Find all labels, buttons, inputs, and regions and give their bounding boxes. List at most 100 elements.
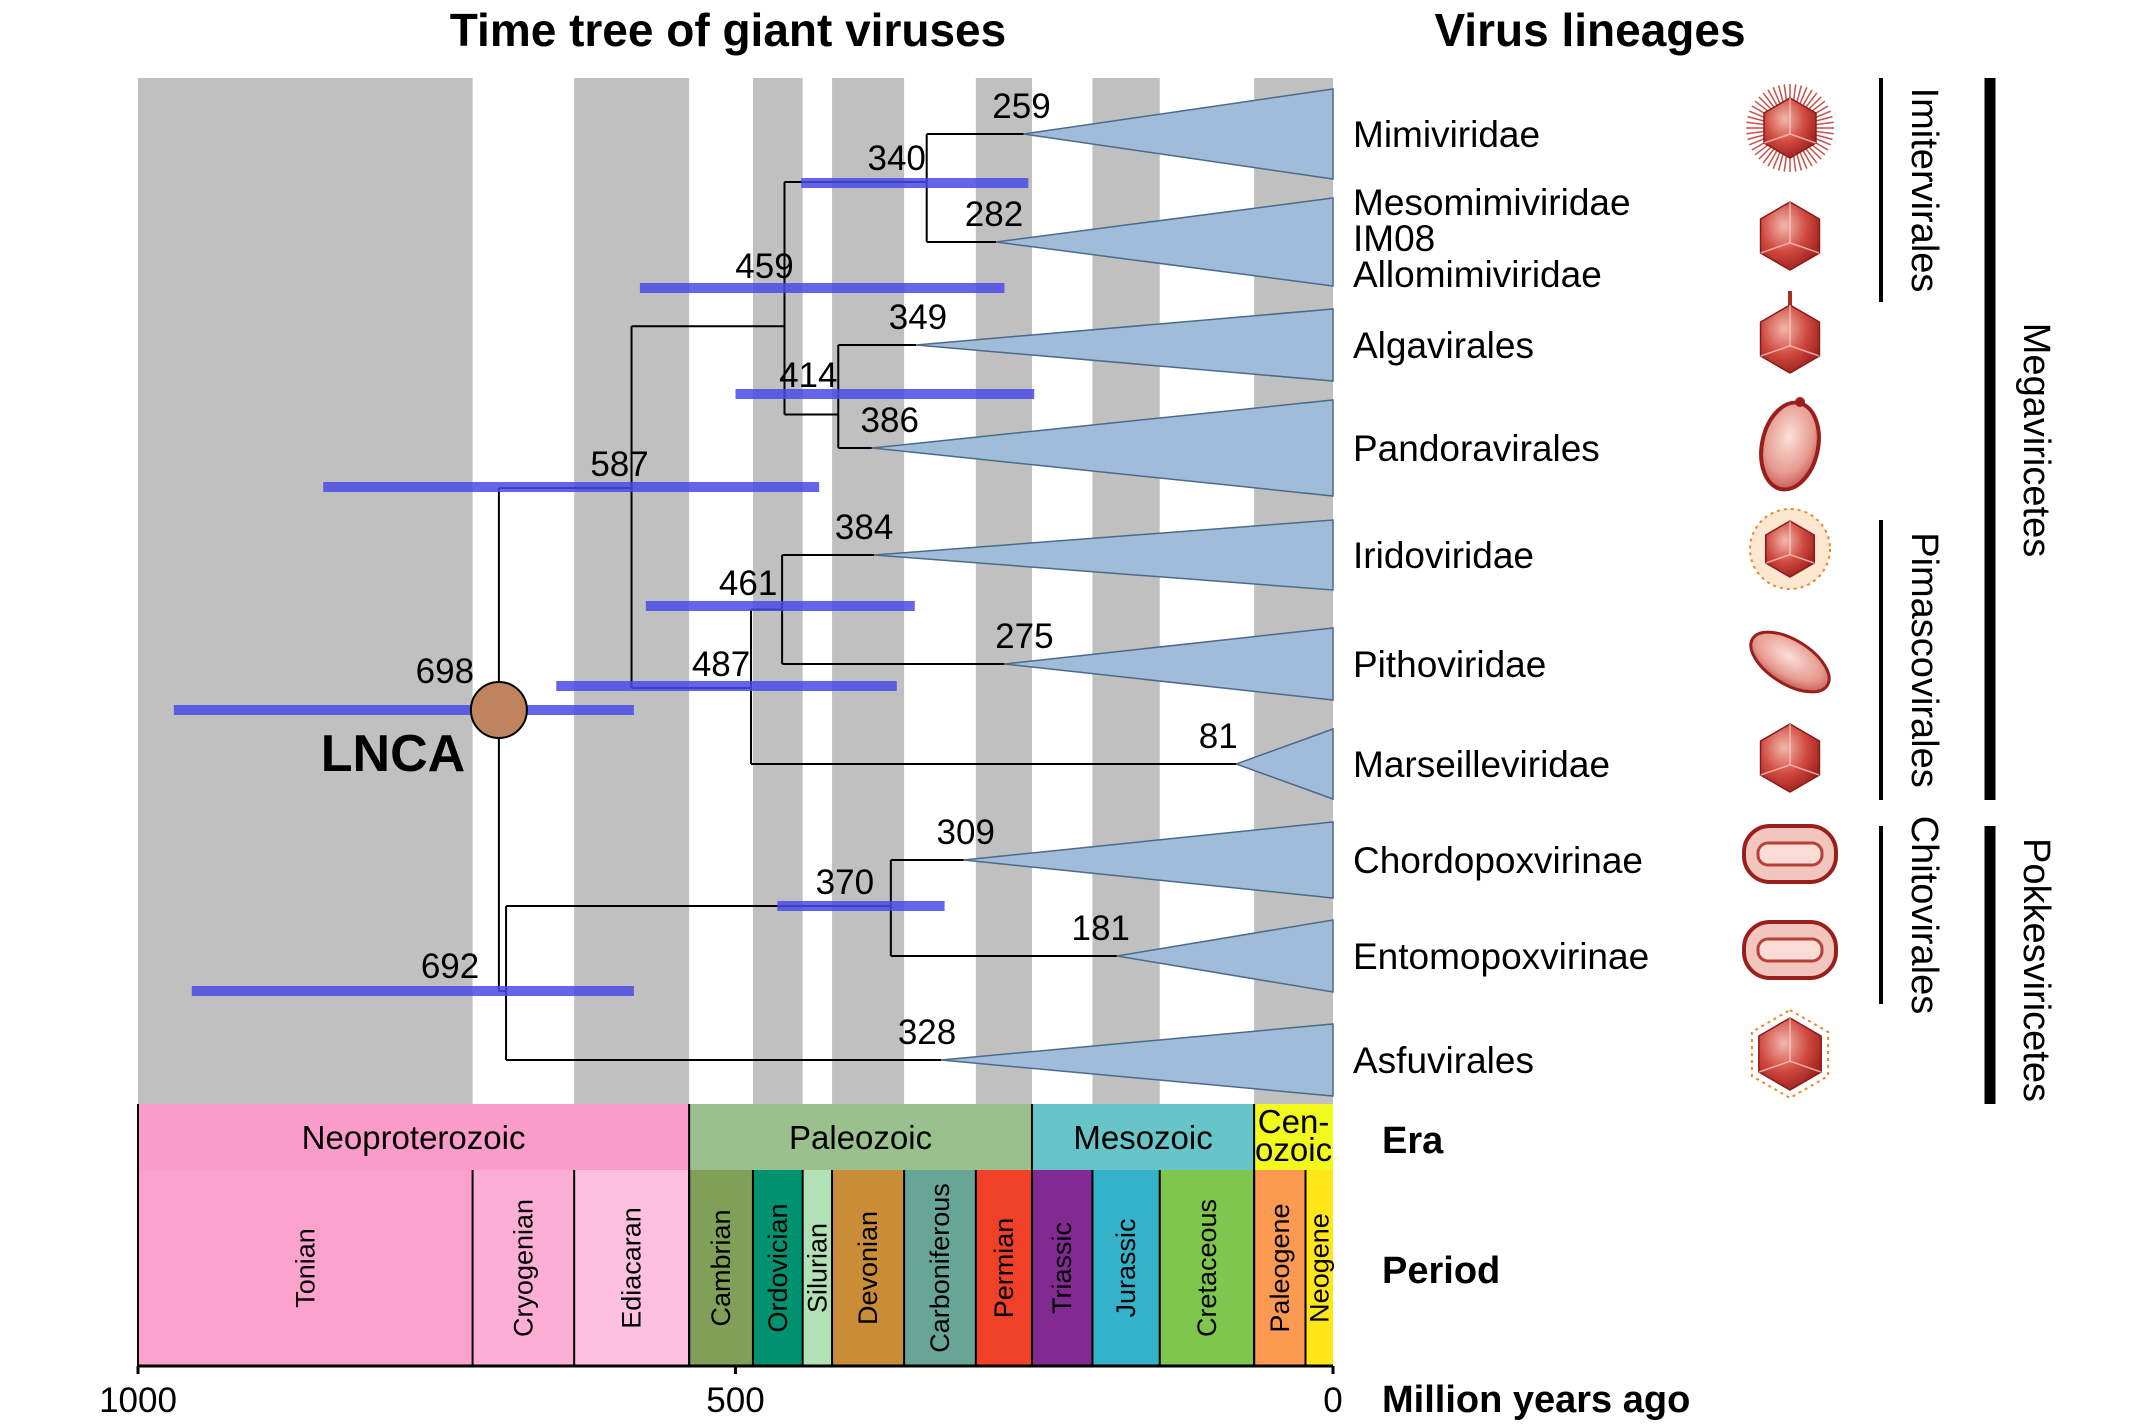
oval-virion-icon — [1749, 630, 1831, 694]
order-label: Pimascovirales — [1903, 532, 1945, 788]
clade-triangle — [963, 821, 1334, 899]
node-age-label: 414 — [779, 356, 837, 395]
period-label: Carboniferous — [925, 1183, 955, 1353]
period-label: Silurian — [802, 1223, 832, 1313]
period-box — [1305, 1170, 1333, 1366]
lineage-label: Marseilleviridae — [1353, 744, 1610, 785]
class-label: Pokkesviricetes — [2015, 838, 2057, 1102]
node-age-label: 370 — [816, 863, 874, 902]
tip-node-age-label: 259 — [992, 87, 1050, 126]
fiber — [1807, 145, 1822, 160]
fiber — [1815, 121, 1834, 126]
fiber — [1749, 137, 1767, 146]
fiber — [1783, 153, 1788, 172]
era-box — [1031, 1104, 1255, 1170]
period-box — [752, 1170, 803, 1366]
fiber — [1792, 84, 1797, 103]
period-box — [574, 1170, 690, 1366]
fiber — [1754, 143, 1770, 156]
fiber — [1762, 148, 1775, 164]
fiber — [1777, 85, 1784, 104]
period-box — [1092, 1170, 1160, 1366]
lineage-label: Algavirales — [1353, 325, 1534, 366]
lineage-label: Pithoviridae — [1353, 644, 1546, 685]
lineage-label: Pandoravirales — [1353, 428, 1600, 469]
capsid — [1749, 630, 1831, 694]
era-label: Neoproterozoic — [302, 1119, 526, 1156]
period-label: Paleogene — [1265, 1203, 1295, 1332]
capsid-facet — [1789, 242, 1820, 254]
lnca-label: LNCA — [321, 725, 465, 783]
period-row-label: Period — [1382, 1250, 1500, 1292]
axis-label: Million years ago — [1382, 1379, 1690, 1421]
period-label: Cryogenian — [508, 1199, 538, 1337]
axis-tick-label: 500 — [706, 1381, 764, 1420]
tip-node-age-label: 309 — [937, 813, 995, 852]
capsid-facet — [1765, 553, 1791, 564]
period-label: Ediacaran — [617, 1207, 647, 1329]
node-age-label: 459 — [735, 247, 793, 286]
fiber — [1802, 89, 1813, 106]
capsid-facet — [1789, 345, 1820, 357]
tip-node-age-label: 349 — [889, 298, 947, 337]
capsid-facet — [1760, 242, 1791, 254]
icosahedral-virion-icon — [1759, 201, 1821, 271]
capsid-facet — [1789, 764, 1820, 776]
spiked-icosahedral-virion-icon — [1759, 291, 1821, 374]
fiber — [1805, 148, 1818, 164]
hexagonal-virion-icon — [1750, 1008, 1830, 1100]
fiber — [1767, 89, 1778, 106]
clade-brackets: ImiterviralesPimascoviralesChitoviralesM… — [1879, 78, 2057, 1104]
fiber — [1799, 87, 1808, 105]
brick-shaped-virion-icon — [1742, 824, 1838, 884]
ostiole — [1795, 397, 1805, 407]
capsid-facet — [1789, 133, 1817, 144]
node-age-label: 487 — [692, 645, 750, 684]
shade-band — [752, 78, 803, 1104]
fiber — [1772, 151, 1781, 169]
era-box — [138, 1104, 690, 1170]
period-box — [138, 1170, 473, 1366]
tip-node-age-label: 282 — [965, 195, 1023, 234]
period-box — [802, 1170, 833, 1366]
clade-triangle — [1233, 727, 1334, 801]
clade-triangle — [995, 197, 1334, 287]
collapsed-clade-triangles — [871, 88, 1334, 1097]
fiber — [1754, 100, 1770, 113]
lineage-label: Mimiviridae — [1353, 114, 1540, 155]
era-label: Mesozoic — [1073, 1119, 1212, 1156]
tip-node-age-label: 386 — [861, 401, 919, 440]
node-age-label: 461 — [719, 564, 777, 603]
capsid-facet — [1758, 1060, 1791, 1073]
envelope — [1750, 1008, 1830, 1100]
confidence-interval-bars — [173, 178, 1035, 996]
fiber — [1783, 84, 1788, 103]
clade-triangle — [874, 519, 1334, 591]
lineage-label: Chordopoxvirinae — [1353, 840, 1643, 881]
fiber — [1772, 87, 1781, 105]
axis-tick-label: 1000 — [99, 1381, 177, 1420]
lnca-node: LNCA — [321, 681, 528, 783]
period-box — [1254, 1170, 1306, 1366]
period-label: Cretaceous — [1192, 1199, 1222, 1337]
period-box — [975, 1170, 1032, 1366]
period-box — [1159, 1170, 1255, 1366]
axis-tick-label: 0 — [1323, 1381, 1342, 1420]
tip-node-age-label: 81 — [1199, 717, 1238, 756]
fiber — [1747, 134, 1766, 141]
clade-triangle — [940, 1023, 1334, 1097]
period-label: Jurassic — [1111, 1218, 1141, 1317]
clade-triangle — [1023, 88, 1334, 180]
fiber — [1814, 134, 1833, 141]
lineages-title: Virus lineages — [1434, 4, 1745, 56]
time-axis: 1000 500 0 Million years ago — [99, 1364, 1690, 1421]
capsid-facet — [1789, 553, 1815, 564]
fiber — [1813, 110, 1831, 119]
node-age-label: 692 — [421, 947, 479, 986]
era-label: Cen-ozoic — [1255, 1103, 1332, 1168]
core — [1756, 937, 1824, 963]
fiber — [1810, 100, 1826, 113]
